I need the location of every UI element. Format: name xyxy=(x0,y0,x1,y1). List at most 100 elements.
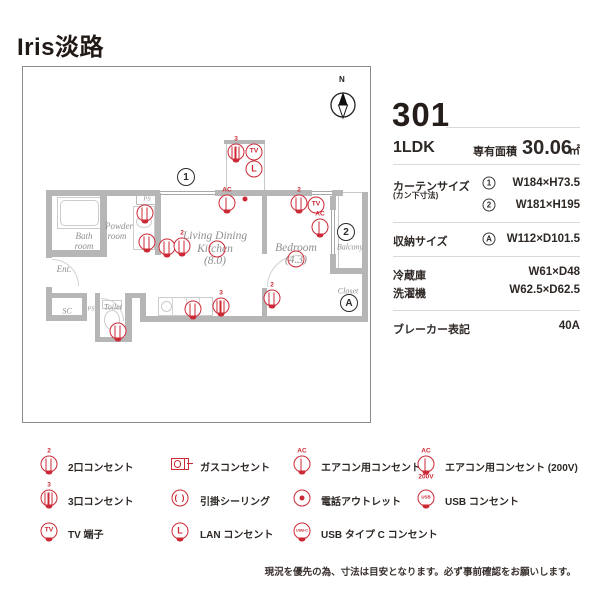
room-label-ldk-size: (8.0) xyxy=(203,255,227,267)
room-label-balcony: Balcony xyxy=(336,242,364,252)
wall-segment xyxy=(125,293,132,342)
room-label-powder2: room xyxy=(107,231,127,241)
unit-number: 301 xyxy=(392,96,451,133)
wall-segment xyxy=(95,337,132,342)
disclaimer-text: 現況を優先の為、寸法は目安となります。必ず事前確認をお願いします。 xyxy=(264,567,576,578)
ac-outlet-icon: AC xyxy=(293,448,311,474)
curtain-marker-2: 2 xyxy=(482,198,496,212)
property-title: Iris淡路 xyxy=(17,34,105,61)
usb-c-outlet-icon: USB-C xyxy=(293,522,311,541)
curtain-value-1: W184×H73.5 xyxy=(512,177,580,189)
ceiling-rose-icon: ( ) xyxy=(171,489,189,507)
wall-segment xyxy=(362,192,368,322)
wall-segment xyxy=(262,196,267,254)
curtain-sublabel: (カン下寸法) xyxy=(393,191,439,200)
window xyxy=(312,191,332,195)
wall-segment xyxy=(332,190,343,196)
wall-segment xyxy=(330,268,368,274)
legend-label: USB コンセント xyxy=(445,497,519,508)
room-label-bath: Bath xyxy=(75,231,93,241)
compass: N xyxy=(328,75,358,130)
legend-label: 引掛シーリング xyxy=(200,497,270,508)
ceiling-light-icon xyxy=(287,250,305,268)
wall-segment xyxy=(330,254,336,268)
legend-label: 3口コンセント xyxy=(68,497,134,508)
wall-segment xyxy=(46,293,87,298)
divider xyxy=(393,164,580,165)
room-label-ent: Ent. xyxy=(56,264,72,274)
tv-outlet-icon: TV xyxy=(245,143,263,161)
wall-segment xyxy=(224,140,265,144)
outlet-3-icon: 3 xyxy=(227,136,245,162)
room-label-powder: Powder xyxy=(105,221,133,231)
fixture-bathtub-inner xyxy=(60,200,99,226)
wall-segment xyxy=(46,315,87,321)
fixture-kitchen-sink xyxy=(161,301,172,312)
room-label-toilet: Toilet xyxy=(104,302,122,312)
outlet-icon xyxy=(136,204,154,223)
line xyxy=(264,144,265,190)
breaker-label: ブレーカー表記 xyxy=(393,324,470,336)
room-label-ps: PS xyxy=(87,305,95,313)
area-value: 30.06 xyxy=(522,137,573,159)
divider xyxy=(446,127,580,128)
room-label-ldk: Living Dining xyxy=(182,230,248,242)
wall-segment xyxy=(215,190,312,196)
curtain-label: カーテンサイズ xyxy=(393,181,470,193)
breaker-value: 40A xyxy=(558,320,580,332)
legend-label: 電話アウトレット xyxy=(321,497,401,508)
outlet-2-icon: 2 xyxy=(290,187,308,213)
divider xyxy=(393,310,580,311)
ac-outlet-200v-icon: AC 200V xyxy=(417,447,435,480)
wall-segment xyxy=(95,293,100,342)
curtain-value-2: W181×H195 xyxy=(515,199,580,211)
gas-outlet-icon xyxy=(171,458,193,470)
storage-marker: A xyxy=(482,232,496,246)
compass-north-label: N xyxy=(339,75,345,84)
fridge-value: W61×D48 xyxy=(528,266,580,278)
area-unit: ㎡ xyxy=(569,145,580,157)
wall-segment xyxy=(140,297,146,322)
wall-segment xyxy=(100,196,107,257)
wall-segment xyxy=(82,293,87,320)
compass-icon xyxy=(330,92,356,120)
outlet-icon xyxy=(184,300,202,319)
wall-segment xyxy=(46,190,160,196)
lan-outlet-icon: L xyxy=(245,160,263,178)
divider xyxy=(393,256,580,257)
marker-a: A xyxy=(340,294,358,312)
window xyxy=(331,210,335,254)
tv-outlet-icon: TV xyxy=(307,196,325,214)
wall-segment xyxy=(125,293,146,298)
wall-segment xyxy=(46,287,52,320)
phone-outlet-icon xyxy=(293,489,311,507)
legend-label: エアコン用コンセント (200V) xyxy=(445,463,578,474)
marker-1: 1 xyxy=(177,168,195,186)
area-label: 専有面積 xyxy=(473,146,517,158)
wall-segment xyxy=(46,250,107,257)
window xyxy=(160,191,215,195)
wall-segment xyxy=(140,316,366,322)
outlet-2-icon: 2 xyxy=(40,448,58,474)
room-label-bath2: room xyxy=(74,241,94,251)
ceiling-light-icon xyxy=(208,240,226,258)
washer-value: W62.5×D62.5 xyxy=(509,284,580,296)
washer-label: 洗濯機 xyxy=(393,288,426,300)
unit-layout: 1LDK xyxy=(393,139,435,156)
outlet-3-icon: 3 xyxy=(40,482,58,508)
room-label-ps-top: PS xyxy=(143,195,151,203)
floor-plan-frame xyxy=(22,66,371,423)
legend-label: 2口コンセント xyxy=(68,463,134,474)
ac-outlet-icon: AC xyxy=(311,211,329,237)
outlet-icon xyxy=(138,233,156,252)
legend-label: ガスコンセント xyxy=(200,463,270,474)
fridge-label: 冷蔵庫 xyxy=(393,270,426,282)
marker-2: 2 xyxy=(337,223,355,241)
ac-outlet-icon: AC xyxy=(218,187,236,213)
lan-outlet-icon: L xyxy=(171,522,189,541)
line xyxy=(343,192,362,193)
legend-label: USB タイプ C コンセント xyxy=(321,530,438,541)
line xyxy=(226,144,227,190)
room-label-bedroom: Bedroom xyxy=(275,242,317,254)
